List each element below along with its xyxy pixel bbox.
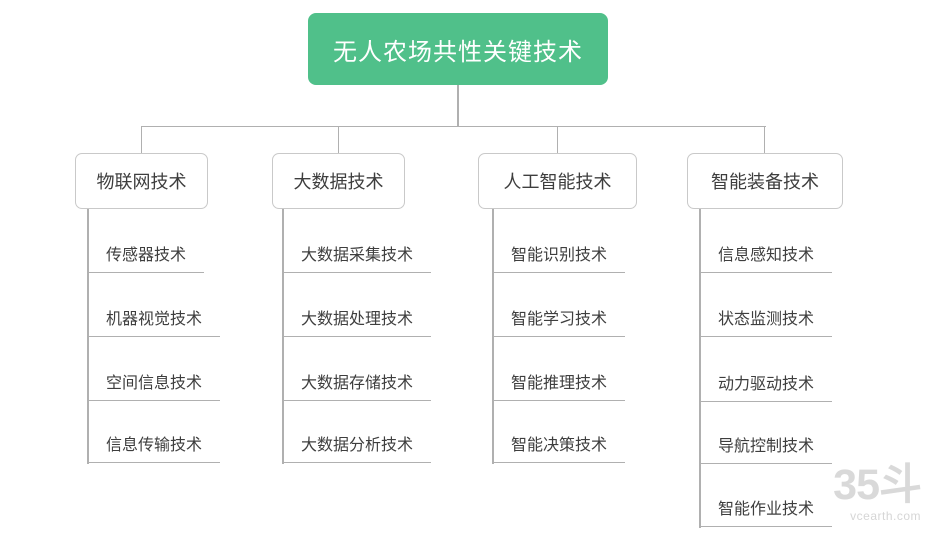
watermark: 35斗 vcearth.com [833,461,922,523]
child-node: 大数据分析技术 [282,435,432,463]
child-node: 智能作业技术 [699,499,833,527]
branch-node-bigdata: 大数据技术 [272,153,405,209]
root-stem-line [457,85,459,127]
child-node: 状态监测技术 [699,309,833,337]
child-node: 导航控制技术 [699,436,833,464]
branch-node-ai: 人工智能技术 [478,153,637,209]
branch-node-label: 人工智能技术 [503,172,612,192]
drop-line-equipment [764,127,765,153]
level1-rail-line [141,126,766,127]
branch-node-label: 大数据技术 [293,172,384,192]
branch-spine-line-equipment [699,209,701,528]
branch-node-iot: 物联网技术 [75,153,208,209]
child-node: 大数据处理技术 [282,309,432,337]
child-node: 智能学习技术 [492,309,626,337]
watermark-site: vcearth.com [850,509,921,523]
child-node: 智能决策技术 [492,435,626,463]
branch-node-equipment: 智能装备技术 [687,153,843,209]
child-node: 传感器技术 [87,245,205,273]
child-node: 信息感知技术 [699,245,833,273]
branch-node-label: 智能装备技术 [711,172,819,192]
branch-node-label: 物联网技术 [96,172,187,192]
child-node: 信息传输技术 [87,435,221,463]
child-node: 智能识别技术 [492,245,626,273]
drop-line-iot [141,127,142,153]
watermark-logo: 35斗 [833,461,922,509]
child-node: 智能推理技术 [492,373,626,401]
root-node: 无人农场共性关键技术 [308,13,608,85]
child-node: 空间信息技术 [87,373,221,401]
child-node: 大数据采集技术 [282,245,432,273]
child-node: 动力驱动技术 [699,374,833,402]
drop-line-bigdata [338,127,339,153]
child-node: 机器视觉技术 [87,309,221,337]
child-node: 大数据存储技术 [282,373,432,401]
drop-line-ai [557,127,558,153]
root-node-label: 无人农场共性关键技术 [333,38,583,66]
